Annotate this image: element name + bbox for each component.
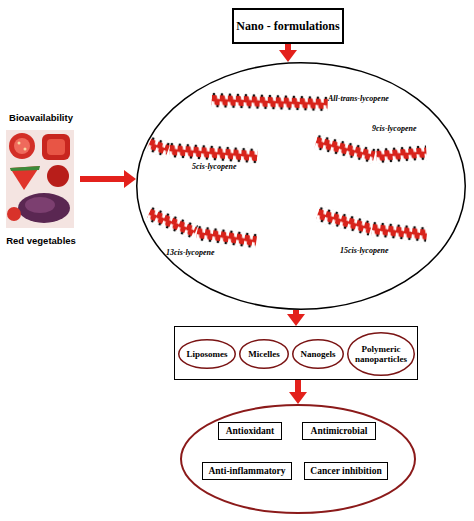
node-label: 5cis-lycopene — [192, 162, 236, 171]
molecule: 9cis-lycopene — [316, 120, 456, 170]
molecule: 15cis-lycopene — [318, 202, 438, 260]
activity-box: Antimicrobial — [302, 422, 376, 440]
tomato-half — [42, 134, 70, 160]
molecule-chain — [147, 136, 171, 158]
molecule-chain — [316, 206, 373, 237]
activity-box: Anti-inflammatory — [202, 462, 292, 480]
tomato-seed — [18, 142, 21, 145]
activity-box: Cancer inhibition — [304, 462, 388, 480]
formulation-box: Liposomes Micelles Nanogels Polymeric nanop… — [174, 326, 418, 380]
arrow-shaft — [293, 310, 299, 316]
watermelon-rind — [10, 166, 40, 171]
node-label: Nano - formulations — [234, 19, 341, 34]
sweet-potato-flesh — [25, 197, 55, 213]
node-label: Cancer inhibition — [308, 466, 383, 476]
node-label: Nanogels — [298, 349, 337, 359]
molecule-chain — [376, 145, 427, 164]
molecule: 5cis-lycopene — [150, 132, 265, 178]
node-label: Red vegetables — [4, 235, 78, 246]
red-pepper — [47, 165, 69, 187]
photo-background — [6, 130, 74, 228]
node-label: Micelles — [246, 349, 281, 359]
arrow-shaft — [295, 380, 301, 394]
molecule-chain — [196, 225, 258, 249]
ellipse-outline — [180, 404, 416, 514]
flow-arrow — [279, 44, 297, 62]
image-panel: BioavailabilityRed vegetables — [2, 112, 80, 246]
molecule-chain — [169, 142, 258, 164]
ellipse-shape — [348, 333, 415, 376]
activity-ellipse: Antioxidant AntimicrobialAnti-inflammator… — [180, 404, 416, 514]
node-label: Bioavailability — [7, 112, 75, 123]
vegetable-photo — [6, 130, 74, 228]
flow-arrow — [80, 170, 136, 188]
ellipse-outline — [136, 62, 466, 310]
tomato-slice — [9, 133, 35, 159]
node-label: 9cis-lycopene — [372, 124, 416, 133]
lycopene-chains — [146, 92, 428, 249]
molecule-chain — [314, 134, 376, 164]
activity-box: Antioxidant — [218, 422, 282, 440]
arrow-shaft — [80, 176, 126, 182]
ellipse-shape — [137, 63, 466, 310]
tomato-flesh — [47, 139, 65, 155]
molecule-ellipse: All-trans-lycopene 5cis-lycopene 9cis-lyco… — [136, 62, 466, 310]
node-label: 15cis-lycopene — [340, 246, 388, 255]
node-label: 13cis-lycopene — [166, 248, 214, 257]
flow-arrow — [287, 310, 305, 326]
arrow-head — [289, 392, 307, 404]
node-label: Antioxidant — [224, 426, 277, 436]
node-label: Liposomes — [184, 349, 229, 359]
process-box: Nano - formulations — [232, 8, 344, 44]
molecule-chain — [211, 92, 327, 112]
node-label: All-trans-lycopene — [328, 94, 389, 103]
arrow-head — [124, 170, 136, 188]
ellipse-shape — [181, 405, 415, 513]
tomato-small — [7, 207, 21, 221]
ellipse-shape — [293, 340, 344, 369]
arrow-shaft — [285, 44, 291, 52]
formulation-ellipse: Micelles — [239, 339, 289, 369]
watermelon-slice — [10, 166, 40, 190]
molecule-chain — [146, 206, 198, 240]
sweet-potato — [18, 193, 70, 223]
formulation-ellipse: Polymeric nanoparticles — [347, 332, 415, 376]
arrow-head — [287, 314, 305, 326]
node-label: Polymeric nanoparticles — [347, 344, 415, 364]
molecule-chain — [371, 221, 427, 243]
arrow-head — [279, 50, 297, 62]
molecule: All-trans-lycopene — [210, 86, 400, 114]
tomato-core — [14, 138, 30, 154]
formulation-ellipse: Liposomes — [178, 339, 236, 369]
ellipse-shape — [240, 340, 289, 369]
molecule: 13cis-lycopene — [150, 202, 265, 260]
node-label: Anti-inflammatory — [206, 466, 287, 476]
flow-arrow — [289, 380, 307, 404]
tomato-seed — [24, 148, 27, 151]
formulation-ellipse: Nanogels — [292, 339, 344, 369]
node-label: Antimicrobial — [309, 426, 370, 436]
ellipse-shape — [179, 340, 236, 369]
